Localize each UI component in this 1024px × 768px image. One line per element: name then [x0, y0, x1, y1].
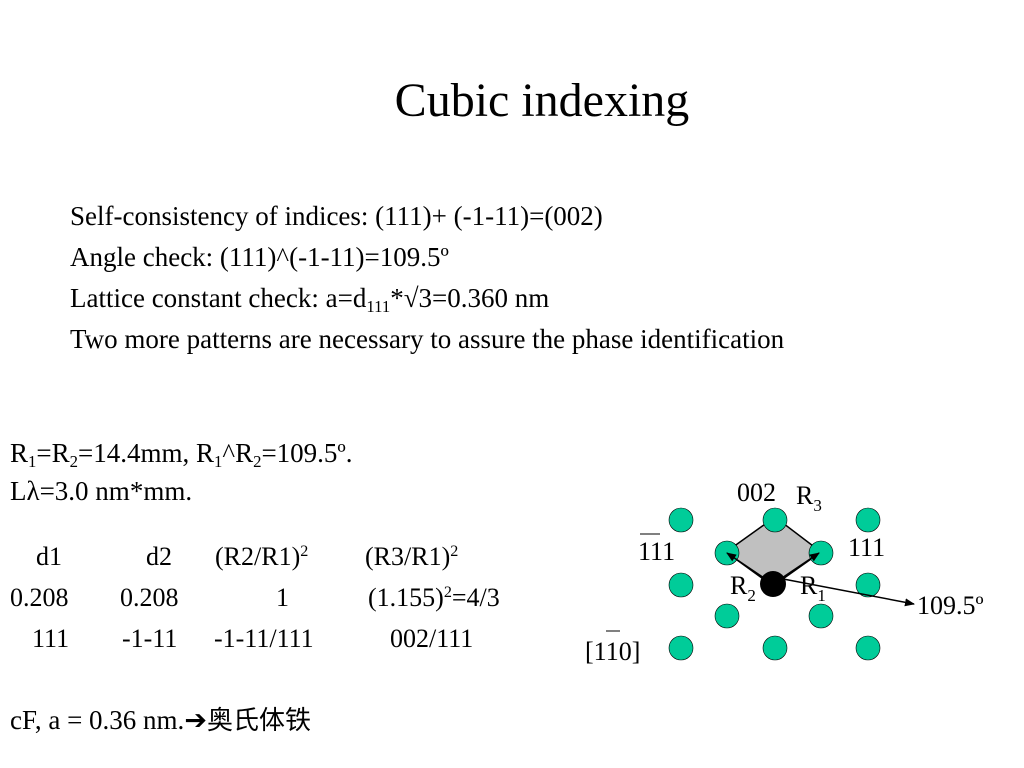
label-r2: R2 — [730, 571, 756, 605]
lattice-suffix: *√3=0.360 nm — [390, 283, 550, 313]
patterns-note-line: Two more patterns are necessary to assur… — [70, 324, 785, 354]
header-r3r1: (R3/R1)2 — [365, 542, 459, 571]
cell-d1-value: 0.208 — [10, 583, 69, 612]
conclusion-text: cF, a = 0.36 nm. — [10, 705, 185, 735]
lattice-subscript: 111 — [366, 297, 391, 317]
distance-value: =14.4mm, — [78, 438, 196, 468]
header-d2: d2 — [146, 542, 172, 571]
r2-sub-angle: 2 — [253, 452, 262, 472]
check-list: Self-consistency of indices: (111)+ (-1-… — [70, 196, 784, 360]
diffraction-spot — [668, 507, 694, 533]
cell-d2-value: 0.208 — [120, 583, 179, 612]
diffraction-spot — [714, 603, 740, 629]
phase-name: 奥氏体铁 — [206, 706, 311, 736]
cell-r3r1-value: (1.155)2=4/3 — [368, 583, 500, 612]
r2-symbol-angle: R — [235, 438, 254, 468]
label-angle: 109.5º — [917, 591, 984, 620]
r1-symbol: R — [10, 438, 29, 468]
diffraction-spot — [855, 635, 881, 661]
diffraction-spot — [808, 603, 834, 629]
r1-sub: 1 — [28, 452, 37, 472]
page-title: Cubic indexing — [394, 74, 690, 127]
diffraction-spot — [762, 635, 788, 661]
r2-symbol: R — [51, 438, 70, 468]
diffraction-spot — [808, 540, 834, 566]
transmitted-beam-spot — [760, 571, 786, 597]
arrow-icon: ➔ — [184, 705, 207, 735]
header-r2r1: (R2/R1)2 — [215, 542, 309, 571]
radius-line: R1=R2=14.4mm, R1^R2=109.5º. — [10, 434, 353, 472]
label-r3: R3 — [796, 481, 822, 515]
angle-check-line: Angle check: (111)^(-1-11)=109.5º — [70, 242, 449, 272]
diffraction-spot — [855, 572, 881, 598]
self-consistency-line: Self-consistency of indices: (111)+ (-1-… — [70, 201, 603, 231]
camera-constant-line: Lλ=3.0 nm*mm. — [10, 476, 193, 506]
diffraction-spot — [762, 507, 788, 533]
label-bar111: 111 — [638, 537, 675, 566]
label-zone-axis: [110] — [585, 637, 640, 666]
diffraction-spot — [855, 507, 881, 533]
conclusion-line: cF, a = 0.36 nm.➔奥氏体铁 — [10, 700, 311, 741]
cell-d1-index: 111 — [32, 624, 70, 653]
caret: ^ — [222, 438, 236, 468]
cell-r3r1-index: 002/111 — [390, 624, 474, 653]
r2-sub: 2 — [69, 452, 79, 472]
cell-r2r1-index: -1-11/111 — [214, 624, 314, 653]
cell-d2-index: -1-11 — [122, 624, 178, 653]
diffraction-spot — [668, 572, 694, 598]
lattice-prefix: Lattice constant check: a=d — [70, 283, 367, 313]
diffraction-spot — [668, 635, 694, 661]
angle-pointer — [777, 577, 915, 607]
diffraction-pattern-diagram: 002 R3 111 111 R2 R1 109.5º [110] — [585, 478, 984, 666]
cell-r2r1-value: 1 — [276, 583, 289, 612]
label-111: 111 — [848, 533, 885, 562]
r1-symbol-angle: R — [196, 438, 215, 468]
label-r1: R1 — [800, 571, 826, 605]
ratio-table: d1 d2 (R2/R1)2 (R3/R1)2 0.208 0.208 1 (1… — [10, 536, 560, 666]
lattice-constant-line: Lattice constant check: a=d111*√3=0.360 … — [70, 278, 784, 319]
label-002: 002 — [737, 478, 776, 507]
header-d1: d1 — [36, 542, 62, 571]
angle-value: =109.5º. — [261, 438, 353, 468]
r1-sub-angle: 1 — [214, 452, 223, 472]
measurement-block: R1=R2=14.4mm, R1^R2=109.5º. Lλ=3.0 nm*mm… — [10, 434, 353, 510]
equals: = — [36, 438, 52, 468]
